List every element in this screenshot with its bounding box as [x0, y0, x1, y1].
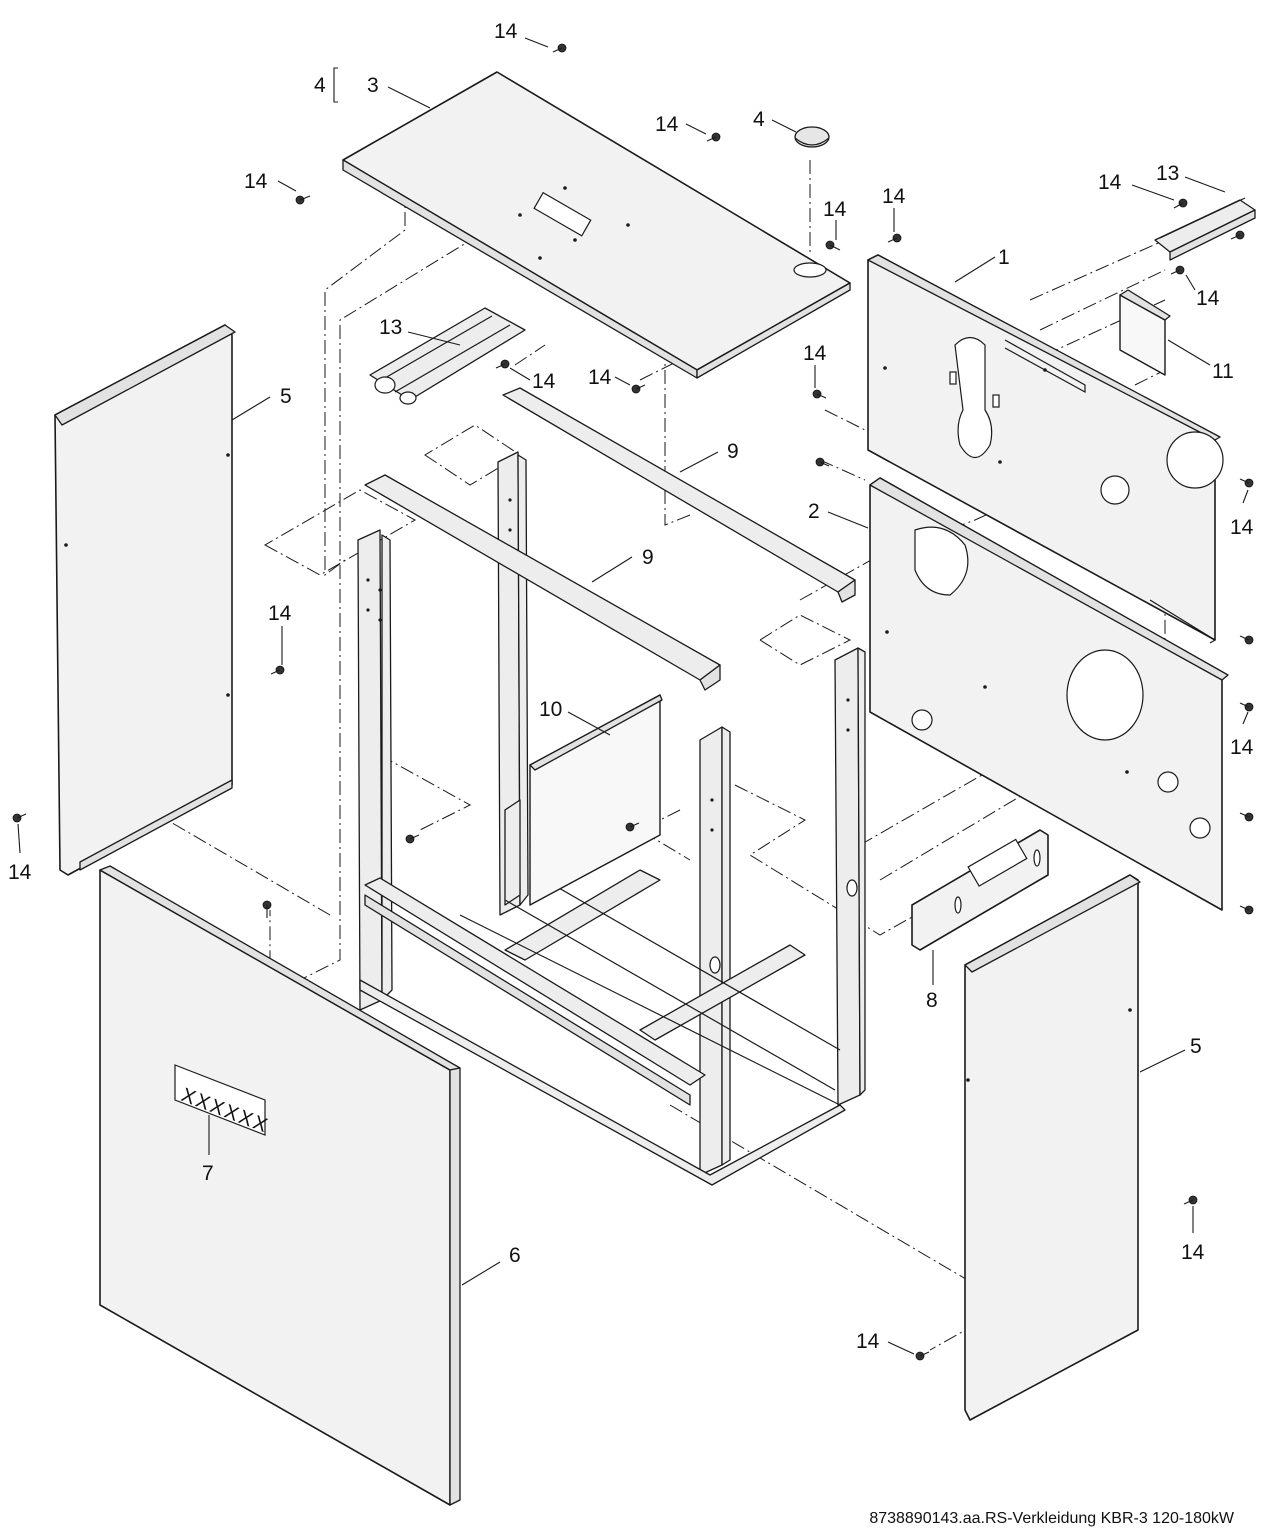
screw-icon	[625, 822, 640, 832]
callouts: 14 4 3 14 4 14 14 14 14 13 1 14 13 14 14…	[8, 20, 1254, 1353]
callout-14: 14	[655, 113, 679, 136]
callout-13: 13	[1156, 162, 1179, 185]
callout-4-bracket: 4	[314, 74, 326, 97]
callout-14: 14	[823, 198, 847, 221]
screws	[12, 43, 1254, 1361]
callout-9: 9	[727, 440, 739, 463]
screw-icon	[1239, 478, 1254, 488]
callout-1: 1	[998, 246, 1010, 269]
callout-6: 6	[509, 1244, 521, 1267]
callout-4: 4	[753, 108, 765, 131]
side-panel-left	[54, 324, 236, 876]
callout-14: 14	[1098, 171, 1122, 194]
screw-icon	[815, 457, 830, 467]
callout-2: 2	[808, 500, 820, 523]
callout-5: 5	[1190, 1035, 1202, 1058]
callout-14: 14	[1196, 287, 1220, 310]
screw-icon	[405, 834, 420, 844]
callout-leaders	[17, 37, 1249, 1355]
screw-icon	[12, 813, 27, 823]
callout-10: 10	[539, 698, 562, 721]
screw-icon	[887, 233, 902, 243]
front-panel	[99, 865, 461, 1506]
screw-icon	[1170, 265, 1185, 275]
rear-panel-lower	[869, 477, 1229, 911]
screw-icon	[1239, 702, 1254, 712]
screw-icon	[825, 240, 841, 251]
screw-icon	[706, 132, 721, 142]
callout-3: 3	[367, 74, 379, 97]
rail-right	[1154, 197, 1256, 261]
callout-7: 7	[202, 1162, 214, 1185]
callout-14: 14	[244, 170, 268, 193]
callout-14: 14	[1230, 736, 1254, 759]
callout-13: 13	[379, 316, 402, 339]
bracket-part	[1119, 289, 1171, 376]
rail-left	[369, 307, 526, 405]
rear-panel-upper	[867, 254, 1224, 644]
screw-icon	[1173, 198, 1188, 209]
screw-icon	[1183, 1195, 1198, 1205]
callout-9: 9	[642, 546, 654, 569]
screw-icon	[1239, 905, 1254, 915]
screw-icon	[262, 900, 272, 918]
screw-icon	[1230, 230, 1245, 240]
screw-icon	[295, 195, 311, 205]
callout-8: 8	[926, 989, 938, 1012]
callout-14: 14	[803, 342, 827, 365]
control-strip	[911, 829, 1049, 951]
screw-icon	[270, 665, 285, 675]
screw-icon	[495, 359, 510, 369]
screw-icon	[812, 389, 827, 399]
callout-11: 11	[1212, 360, 1234, 383]
callout-14: 14	[1230, 516, 1254, 539]
screw-icon	[552, 43, 567, 53]
screw-icon	[915, 1351, 930, 1361]
screw-icon	[1239, 812, 1254, 822]
callout-14: 14	[268, 602, 292, 625]
screw-icon	[631, 384, 646, 394]
frame-chassis	[357, 387, 866, 1186]
callout-14: 14	[8, 861, 32, 884]
callout-14: 14	[494, 20, 518, 43]
cap-part	[794, 126, 830, 148]
top-cover-panel	[342, 71, 851, 379]
callout-5: 5	[280, 385, 292, 408]
divider-plate	[529, 694, 663, 906]
figure-caption: 8738890143.aa.RS-Verkleidung KBR-3 120-1…	[869, 1510, 1234, 1527]
side-panel-right	[964, 874, 1141, 1421]
callout-14: 14	[856, 1330, 880, 1353]
screw-icon	[1239, 635, 1254, 645]
callout-14: 14	[1181, 1241, 1205, 1264]
callout-14: 14	[882, 185, 906, 208]
callout-14: 14	[532, 370, 556, 393]
callout-14: 14	[588, 366, 612, 389]
